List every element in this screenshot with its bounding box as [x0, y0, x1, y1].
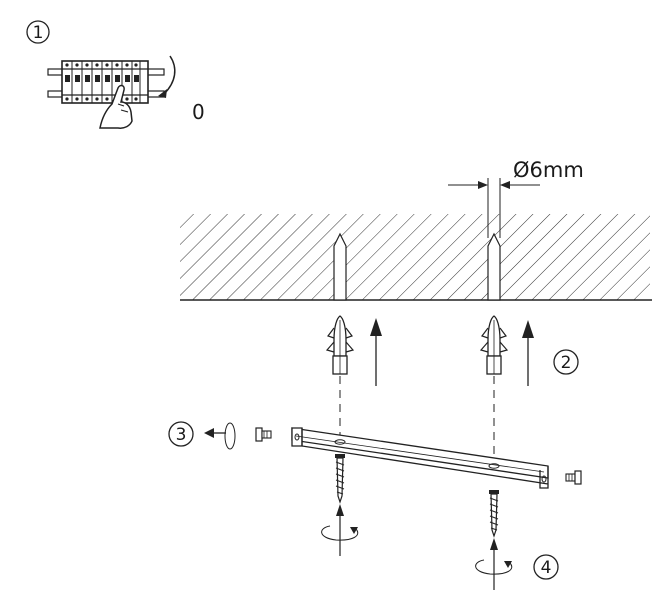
alignment-guide-lines: [339, 376, 495, 466]
hole-diameter-label: Ø6mm: [513, 158, 584, 182]
step-4-marker: 4: [533, 554, 559, 580]
step-1-marker: 1: [26, 20, 50, 44]
step-1-number: 1: [33, 23, 44, 43]
step-3-number: 3: [176, 425, 187, 445]
wall-plug-icon: [479, 315, 509, 375]
unscrew-arrow-icon: [204, 422, 236, 450]
step-2-number: 2: [561, 353, 572, 373]
rotation-arrow-icon: [321, 504, 359, 556]
breaker-off-label: 0: [192, 100, 205, 124]
insert-up-arrow-icon: [522, 320, 534, 386]
screw-icon: [255, 427, 272, 442]
mounting-bracket-icon: [291, 427, 549, 489]
insert-up-arrow-icon: [370, 318, 382, 386]
screw-icon: [565, 470, 582, 485]
drill-hole-left: [333, 232, 347, 301]
wall-plug-icon: [325, 315, 355, 375]
rotation-arrow-icon: [475, 538, 513, 590]
screw-icon: [335, 454, 345, 504]
circuit-breaker-icon: [47, 60, 165, 104]
ceiling-surface: [180, 214, 652, 301]
hand-icon: [99, 84, 133, 129]
hole-diameter-dimension: [448, 178, 540, 238]
switch-down-arrow-icon: [158, 55, 176, 98]
step-2-marker: 2: [553, 349, 579, 375]
step-4-number: 4: [541, 558, 552, 578]
step-3-marker: 3: [168, 421, 194, 447]
screw-icon: [489, 490, 499, 538]
drill-hole-right: [487, 232, 501, 301]
